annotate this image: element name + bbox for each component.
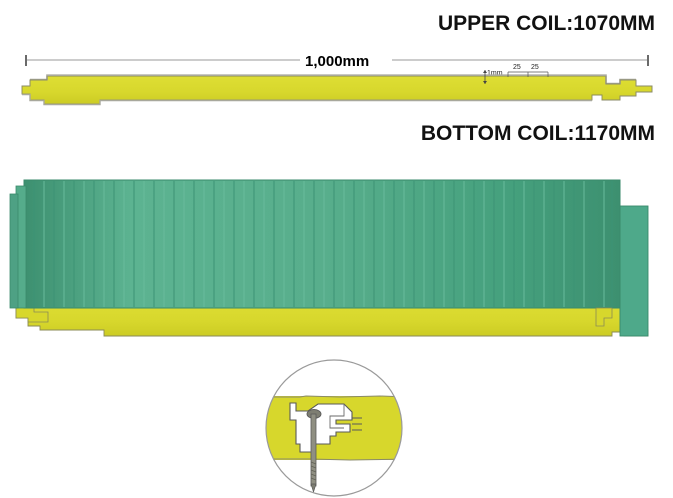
corrugation-ribs [33,181,613,307]
width-dimension-label: 1,000mm [305,53,370,70]
detail-foam-bottom-edge [266,458,402,461]
rib-spacing-label-1: 25 [513,64,521,71]
bottom-coil-skin [22,93,592,106]
panel-left-step-lower [9,193,19,309]
left-interlock-profile [22,76,48,87]
panel-cross-section [21,55,653,106]
thickness-dimension-arrow [483,70,487,84]
detail-circle-outline [265,359,403,497]
panel-right-return-flange [619,205,649,337]
rib-spacing-dimension-brackets [507,71,549,77]
corrugated-panel-elevation [9,179,649,337]
panel-right-interlock-notch [595,307,613,327]
width-dimension-line [25,55,649,66]
rib-spacing-label-2: 25 [531,64,539,71]
screw-threads [310,461,317,481]
detail-foam-top-edge [266,395,402,398]
detail-joint-profile [289,402,353,453]
detail-lock-hatching [352,417,362,431]
detail-joint-inner-line [329,404,345,429]
thickness-annotation-label: 1mm [487,70,503,77]
upper-coil-label: UPPER COIL:1070MM [437,12,655,35]
joint-detail-circle [265,359,403,497]
corrugated-face [23,179,621,309]
screw-tip [310,483,317,494]
right-interlock-profile [602,76,653,101]
bottom-coil-label: BOTTOM COIL:1170MM [420,122,655,145]
